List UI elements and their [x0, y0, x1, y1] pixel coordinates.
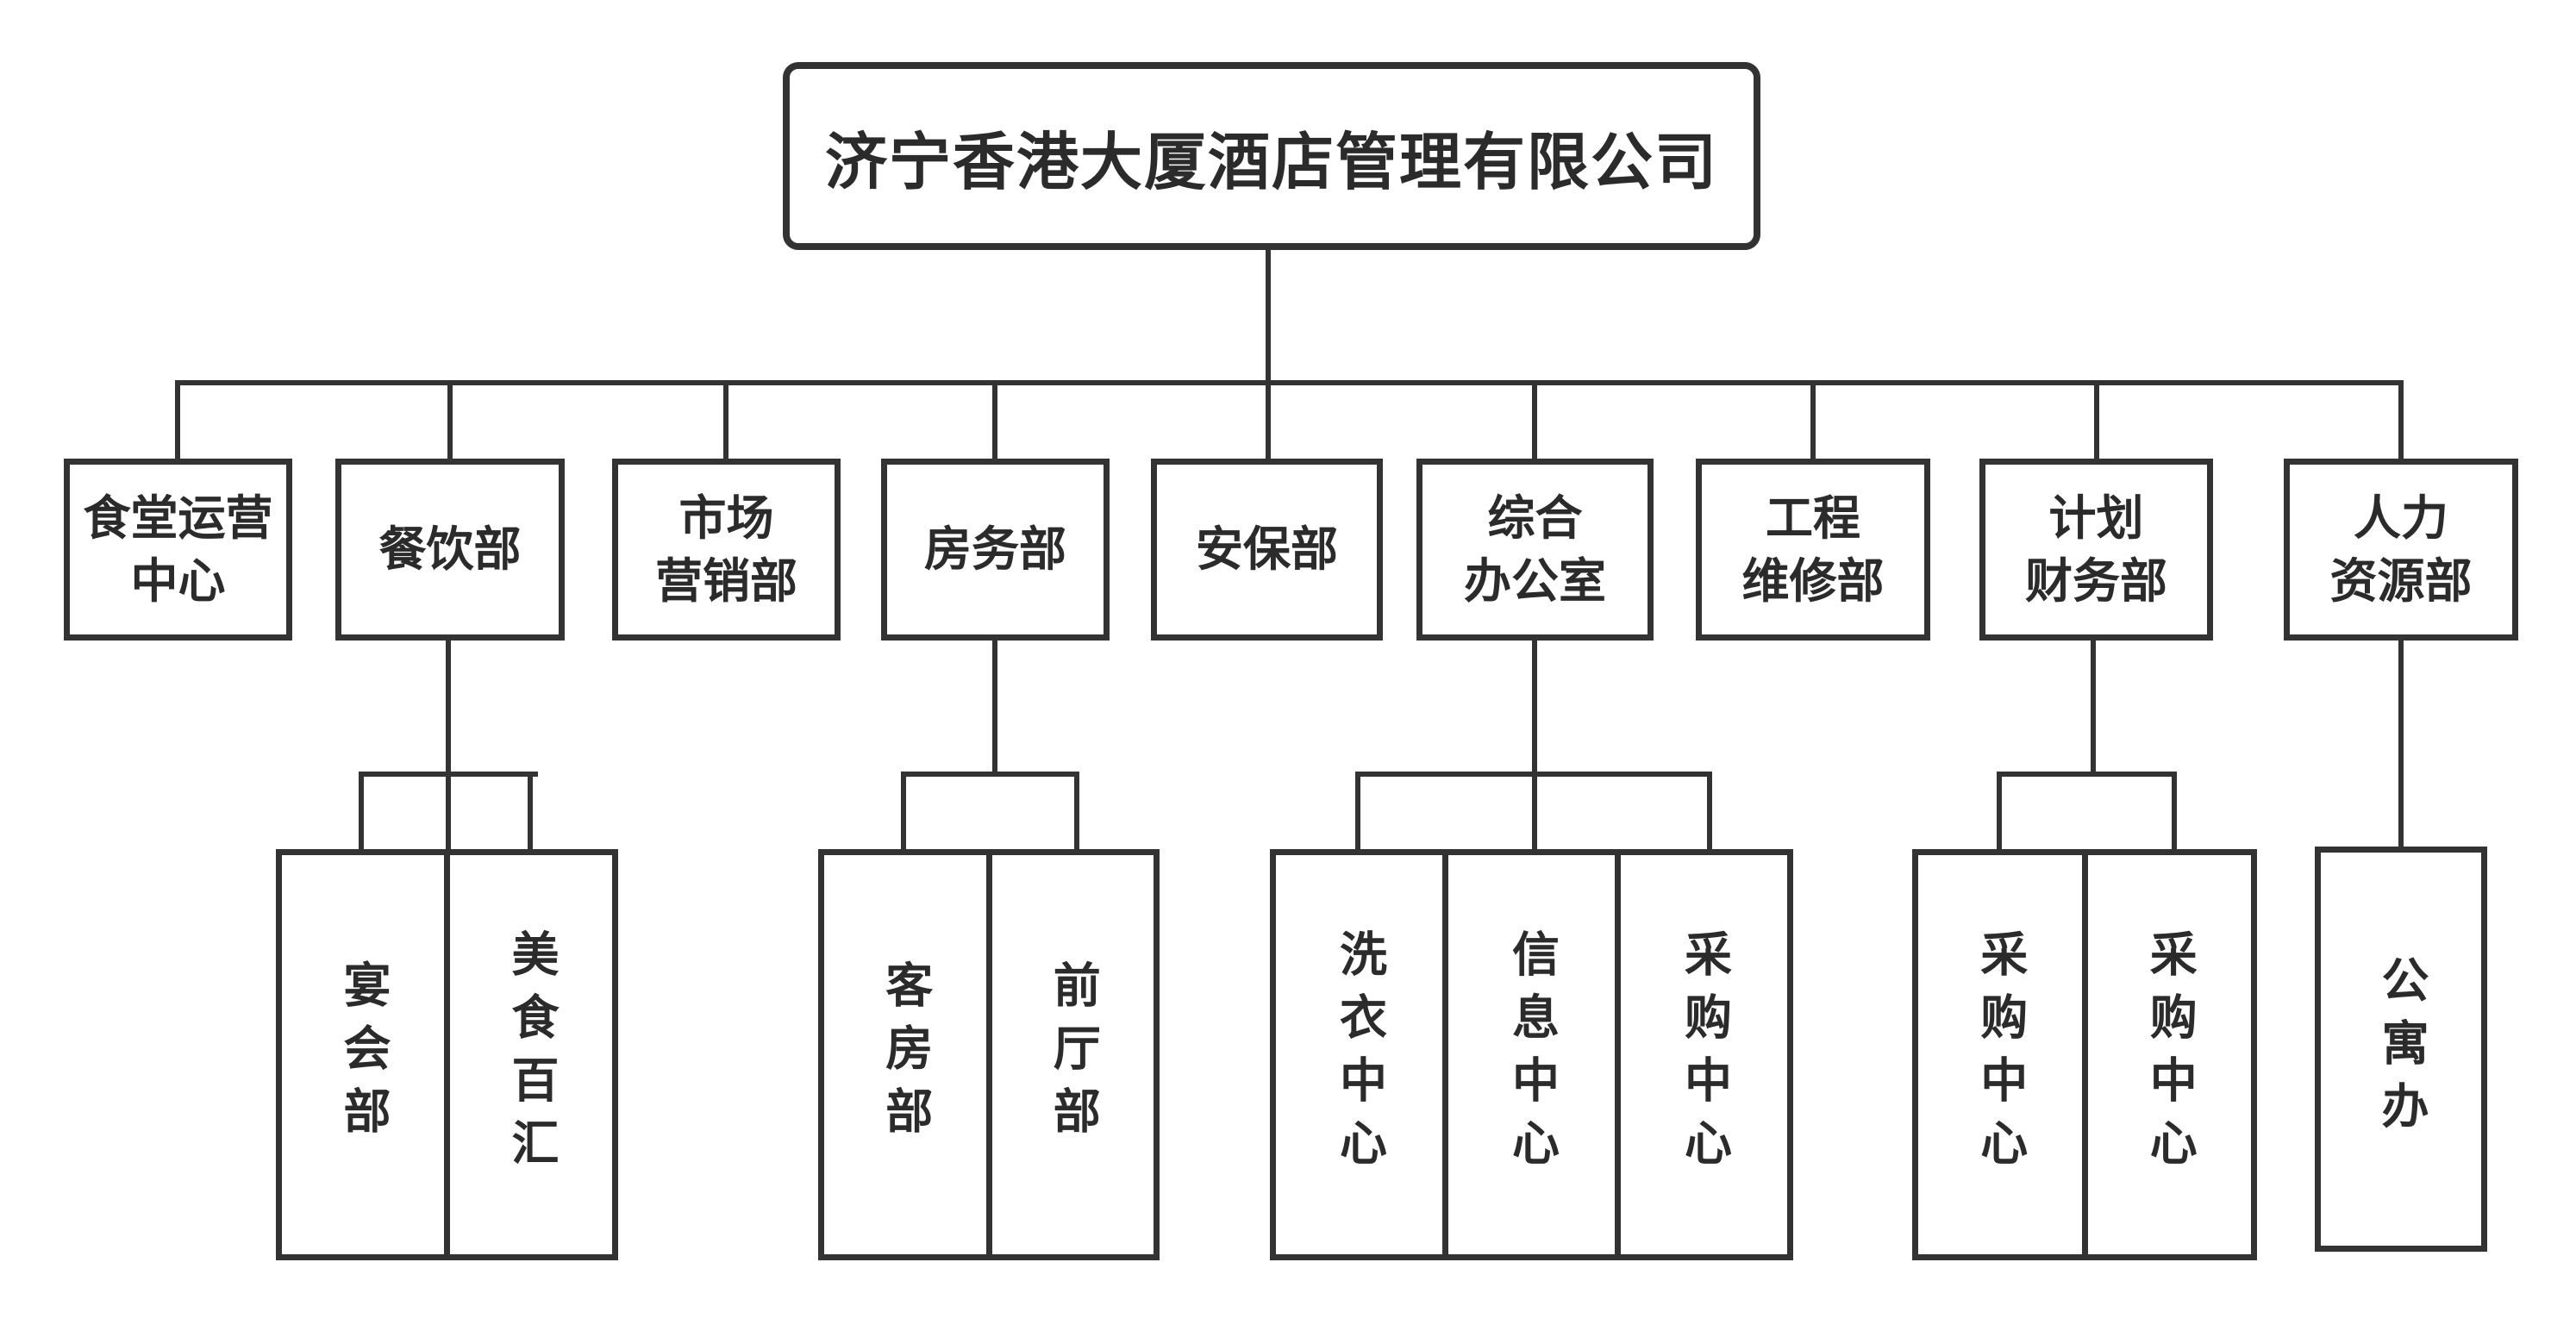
connector-bus	[175, 380, 2404, 385]
connector-stub-engineering	[1810, 380, 1816, 462]
root-node-company: 济宁香港大厦酒店管理有限公司	[783, 62, 1760, 250]
sub-node-purchasing-center: 采购中心	[1918, 855, 2082, 1254]
sub-node-apartment-office: 公寓办	[2321, 853, 2481, 1246]
sub-node-banquet-dept: 宴会部	[282, 855, 444, 1254]
sub-block-food-beverage: 宴会部 美食百汇	[276, 849, 618, 1260]
dept-label: 房务部	[923, 522, 1066, 577]
connector-bracket-left-housekeeping	[901, 772, 906, 854]
connector-bracket-right-housekeeping	[1074, 772, 1079, 854]
sub-block-general-office: 洗衣中心 信息中心 采购中心	[1270, 849, 1793, 1260]
connector-bracket-right-general-office	[1707, 772, 1712, 854]
sub-block-human-resources: 公寓办	[2315, 847, 2487, 1252]
sub-label: 采购中心	[1677, 928, 1731, 1181]
connector-stub-general-office	[1532, 380, 1537, 462]
sub-label: 信息中心	[1504, 928, 1559, 1181]
connector-drop-human-resources	[2398, 638, 2404, 847]
connector-bracket-left-planning-finance	[1997, 772, 2002, 854]
sub-block-housekeeping: 客房部 前厅部	[818, 849, 1160, 1260]
connector-stub-housekeeping	[992, 380, 997, 462]
dept-label: 餐饮部	[378, 522, 522, 577]
connector-bracket-housekeeping	[901, 772, 1079, 777]
sub-node-purchasing-center: 采购中心	[1615, 855, 1787, 1254]
dept-node-general-office: 综合 办公室	[1416, 459, 1654, 641]
company-title: 济宁香港大厦酒店管理有限公司	[824, 128, 1718, 197]
connector-drop-general-office	[1532, 638, 1537, 849]
sub-node-food-court: 美食百汇	[444, 855, 612, 1254]
connector-drop-housekeeping	[992, 638, 997, 777]
connector-bracket-right-food-beverage	[528, 772, 533, 854]
sub-node-guest-rooms-dept: 客房部	[824, 855, 986, 1254]
dept-label: 食堂运营 中心	[83, 491, 273, 608]
sub-label: 公寓办	[2374, 954, 2428, 1144]
sub-node-laundry-center: 洗衣中心	[1276, 855, 1442, 1254]
dept-label: 工程 维修部	[1741, 491, 1885, 608]
connector-drop-planning-finance	[2091, 638, 2096, 777]
connector-stub-canteen	[175, 380, 180, 462]
sub-node-purchasing-center: 采购中心	[2081, 855, 2252, 1254]
dept-node-security: 安保部	[1151, 459, 1383, 641]
dept-label: 市场 营销部	[654, 491, 797, 608]
dept-label: 安保部	[1195, 522, 1338, 577]
connector-stub-marketing	[723, 380, 728, 462]
dept-node-planning-finance: 计划 财务部	[1979, 459, 2213, 641]
sub-label: 美食百汇	[504, 928, 558, 1181]
connector-bracket-food-beverage	[359, 772, 538, 777]
sub-label: 客房部	[878, 960, 932, 1149]
dept-node-marketing: 市场 营销部	[612, 459, 841, 641]
connector-stub-food-beverage	[447, 380, 453, 462]
dept-label: 计划 财务部	[2024, 491, 2167, 608]
sub-label: 宴会部	[336, 960, 390, 1149]
dept-node-housekeeping: 房务部	[881, 459, 1110, 641]
connector-stub-security	[1266, 380, 1271, 462]
sub-label: 采购中心	[1973, 928, 2027, 1181]
sub-label: 采购中心	[2142, 928, 2197, 1181]
sub-block-planning-finance: 采购中心 采购中心	[1912, 849, 2257, 1260]
connector-bracket-left-general-office	[1355, 772, 1360, 854]
connector-drop-food-beverage	[446, 638, 451, 849]
dept-node-engineering-maintenance: 工程 维修部	[1696, 459, 1930, 641]
sub-node-information-center: 信息中心	[1442, 855, 1615, 1254]
connector-stub-planning-finance	[2094, 380, 2099, 462]
dept-label: 综合 办公室	[1463, 491, 1606, 608]
dept-node-human-resources: 人力 资源部	[2284, 459, 2518, 641]
connector-bracket-planning-finance	[1997, 772, 2177, 777]
dept-node-canteen-operations-center: 食堂运营 中心	[64, 459, 292, 641]
dept-node-food-beverage: 餐饮部	[335, 459, 565, 641]
connector-bracket-left-food-beverage	[359, 772, 364, 854]
connector-bracket-right-planning-finance	[2172, 772, 2177, 854]
dept-label: 人力 资源部	[2329, 491, 2473, 608]
connector-bracket-general-office	[1355, 772, 1712, 777]
sub-label: 洗衣中心	[1332, 928, 1386, 1181]
connector-root-drop	[1266, 248, 1271, 385]
sub-label: 前厅部	[1046, 960, 1100, 1149]
connector-stub-human-resources	[2398, 380, 2404, 462]
sub-node-front-office-dept: 前厅部	[985, 855, 1154, 1254]
